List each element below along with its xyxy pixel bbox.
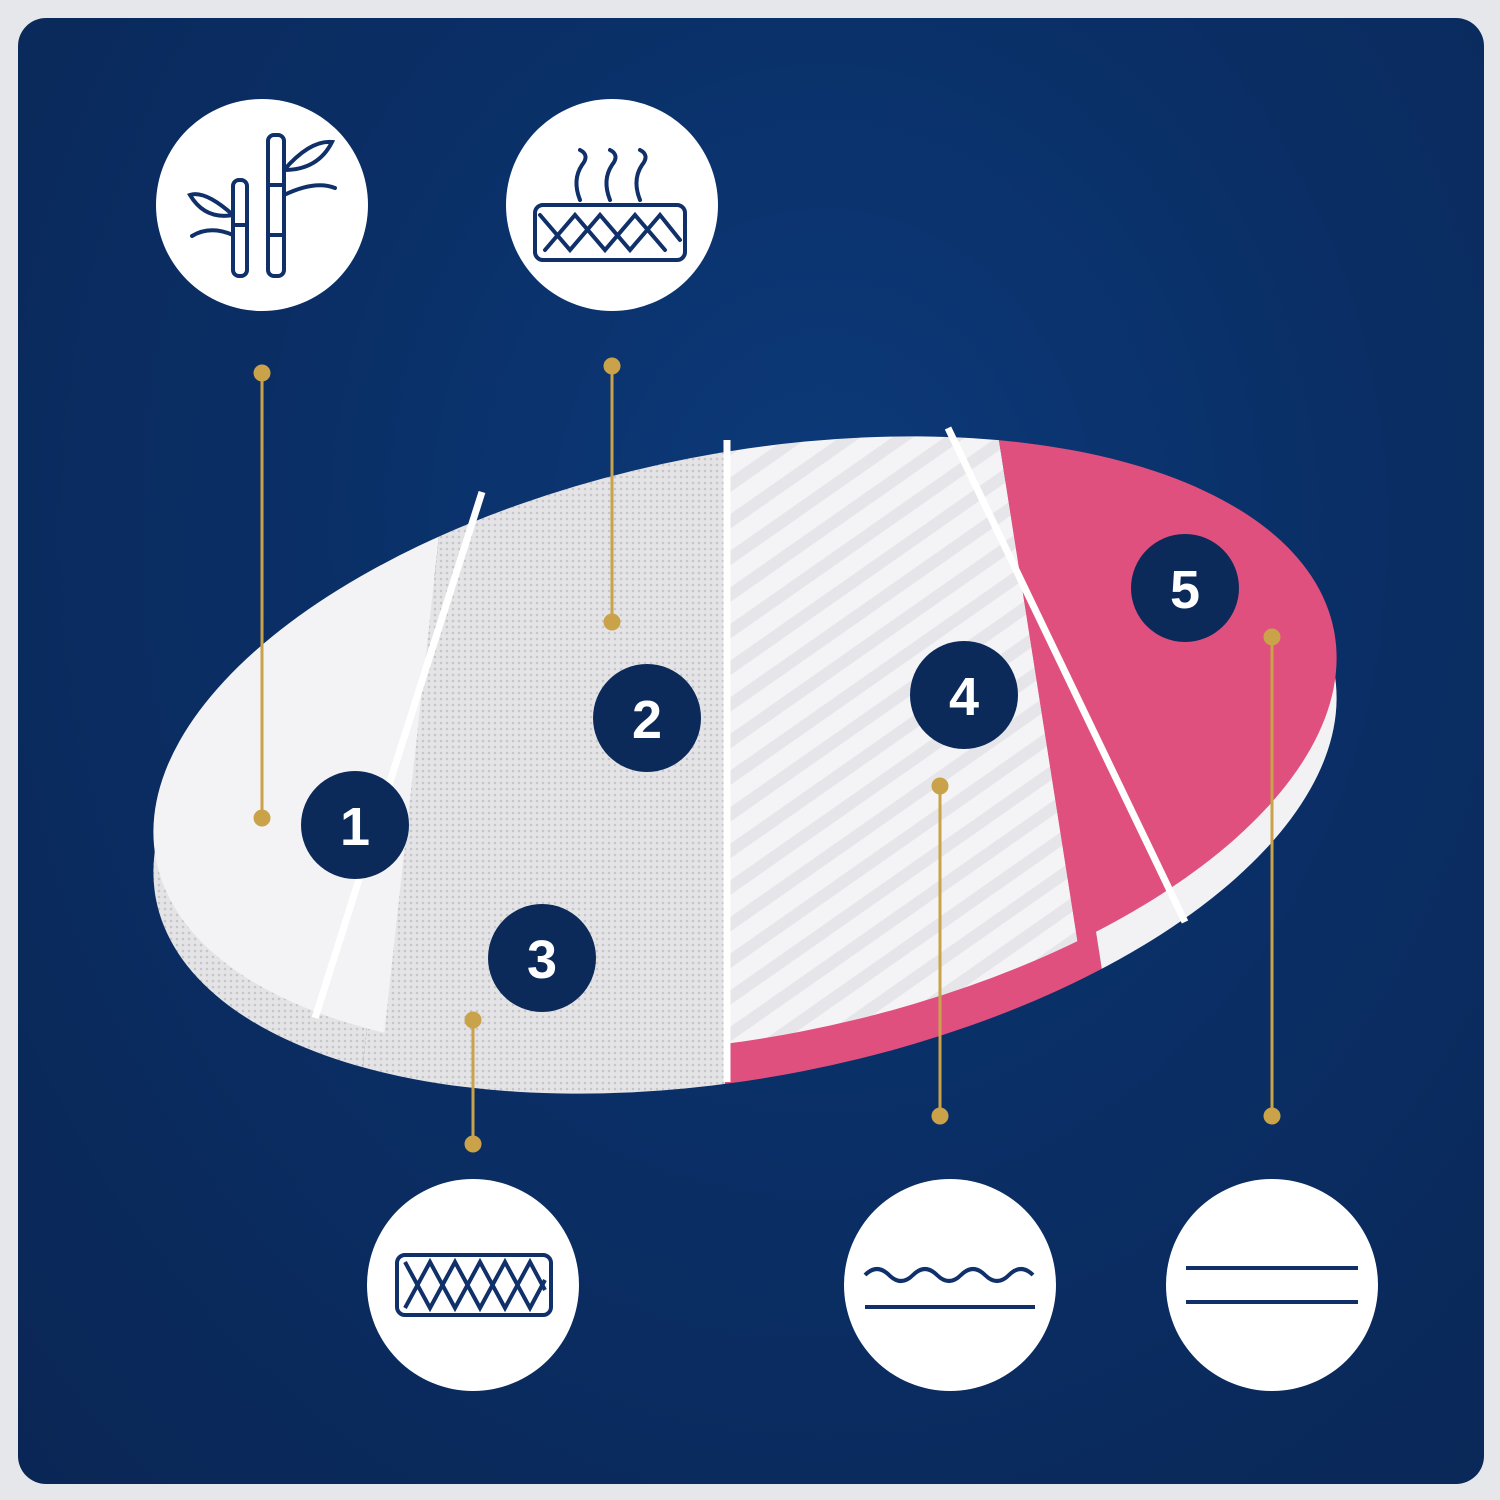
layer-dividers <box>311 426 1189 1082</box>
mesh-spacer-icon <box>367 1179 579 1391</box>
badge-number: 3 <box>527 930 557 990</box>
badge-number: 5 <box>1170 560 1200 620</box>
bamboo-icon <box>156 99 368 311</box>
badge-number: 1 <box>340 797 370 857</box>
badge-2: 2 <box>593 664 701 772</box>
breathable-layer-icon <box>506 99 718 311</box>
badge-1: 1 <box>301 771 409 879</box>
badge-number: 2 <box>632 690 662 750</box>
badge-3: 3 <box>488 904 596 1012</box>
wave-foam-icon <box>844 1179 1056 1391</box>
flat-foam-icon <box>1166 1179 1378 1391</box>
badge-5: 5 <box>1131 534 1239 642</box>
badge-4: 4 <box>910 641 1018 749</box>
badge-number: 4 <box>949 667 979 727</box>
leader-lines <box>253 357 1281 1153</box>
